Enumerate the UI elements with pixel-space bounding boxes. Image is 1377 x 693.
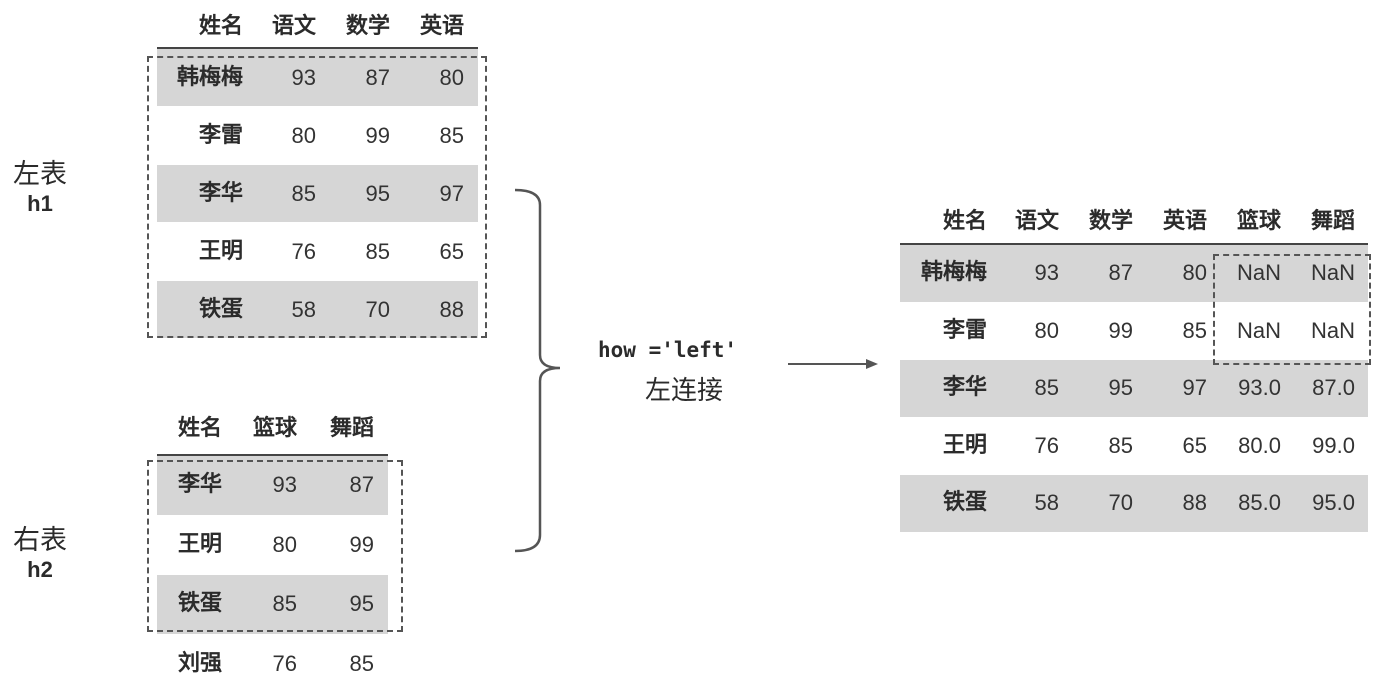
left-table-title: 左表 <box>13 159 67 190</box>
join-code: how ='left' <box>598 338 737 362</box>
column-header: 语文 <box>236 8 316 40</box>
column-header: 英语 <box>384 8 464 40</box>
column-header: 篮球 <box>217 410 297 442</box>
column-header: 数学 <box>310 8 390 40</box>
column-header: 姓名 <box>907 203 987 235</box>
arrow-icon <box>786 356 882 372</box>
column-header: 舞蹈 <box>1275 203 1355 235</box>
left-table-label: 左表 h1 <box>10 152 70 217</box>
value-cell: 95.0 <box>1265 475 1355 532</box>
join-caption: 左连接 <box>645 370 723 407</box>
left-table-var: h1 <box>10 191 70 217</box>
column-header: 舞蹈 <box>294 410 374 442</box>
column-header: 篮球 <box>1201 203 1281 235</box>
left-table-highlight-box <box>147 56 487 338</box>
value-cell: 99.0 <box>1265 418 1355 475</box>
merge-bracket <box>510 185 570 557</box>
column-header: 语文 <box>979 203 1059 235</box>
column-header: 数学 <box>1053 203 1133 235</box>
column-header: 姓名 <box>142 410 222 442</box>
right-table-label: 右表 h2 <box>10 518 70 583</box>
nan-highlight-box <box>1213 254 1371 365</box>
value-cell: 87.0 <box>1265 360 1355 417</box>
column-header: 姓名 <box>163 8 243 40</box>
right-table-title: 右表 <box>13 525 67 556</box>
value-cell: 85 <box>284 635 374 693</box>
column-header: 英语 <box>1127 203 1207 235</box>
right-table-matched-box <box>147 460 403 632</box>
right-table-var: h2 <box>10 557 70 583</box>
